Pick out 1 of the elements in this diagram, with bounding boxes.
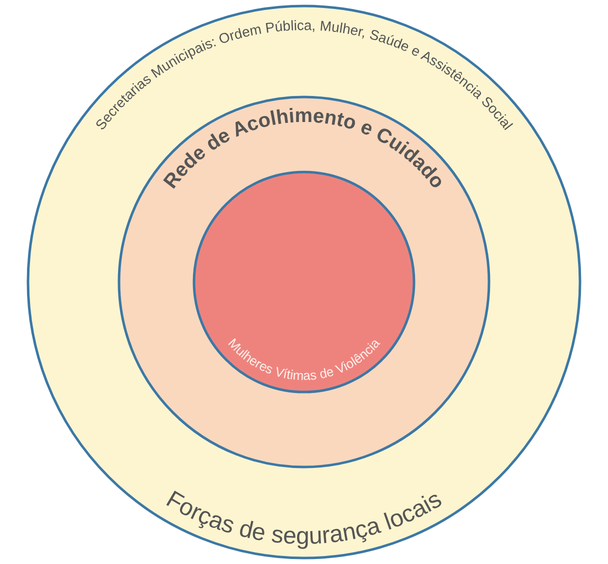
outer-ring <box>26 4 582 560</box>
